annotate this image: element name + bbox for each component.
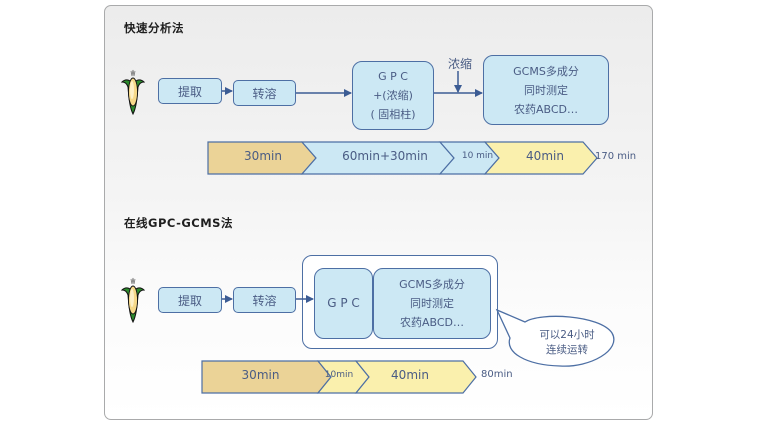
gcms-line-3: 农药ABCD…: [399, 316, 465, 329]
timeline-segment-label: 40min: [391, 368, 429, 382]
fast-method-title: 快速分析法: [124, 21, 184, 35]
corn-icon: [121, 69, 145, 116]
gcms-step: GCMS多成分 同时测定 农药ABCD…: [483, 55, 609, 125]
extract-step: 提取: [158, 287, 222, 313]
timeline-segment-label: 30min: [241, 368, 280, 382]
transfer-label: 转溶: [252, 86, 277, 101]
gcms-line-1: GCMS多成分: [399, 278, 465, 291]
timeline-total-label: 170 min: [595, 151, 637, 162]
gpc-step: G P C +(浓缩) ( 固相柱): [352, 61, 434, 130]
gpc-label: G P C: [327, 296, 360, 310]
transfer-step: 转溶: [233, 287, 296, 313]
gcms-step: GCMS多成分 同时测定 农药ABCD…: [373, 268, 491, 339]
timeline-segment-label: 40min: [526, 149, 564, 163]
gpc-line-1: G P C: [378, 70, 408, 83]
extract-step: 提取: [158, 78, 222, 104]
timeline-segment-label: 10min: [324, 370, 354, 380]
gcms-line-2: 同时测定: [524, 83, 568, 97]
transfer-label: 转溶: [252, 293, 277, 308]
timeline-segment-label: 30min: [244, 149, 282, 163]
gcms-line-3: 农药ABCD…: [513, 102, 579, 116]
extract-label: 提取: [177, 84, 202, 99]
gpc-step: G P C: [314, 268, 373, 339]
transfer-step: 转溶: [233, 80, 296, 106]
extract-label: 提取: [177, 293, 202, 308]
concentrate-label: 浓缩: [448, 57, 473, 71]
gpc-line-2: +(浓缩): [373, 89, 413, 102]
timeline-segment-label: 60min+30min: [342, 149, 428, 163]
callout-text: 可以24小时 连续运转: [527, 328, 607, 358]
timeline-total-label: 80min: [481, 369, 513, 380]
gcms-line-1: GCMS多成分: [513, 64, 579, 78]
gpc-line-3: ( 固相柱): [370, 108, 416, 121]
timeline-segment-label: 10 min: [461, 151, 494, 161]
gcms-line-2: 同时测定: [410, 297, 454, 310]
callout-line-1: 可以24小时: [539, 329, 595, 341]
corn-icon: [121, 277, 145, 324]
callout-line-2: 连续运转: [546, 344, 588, 356]
online-method-title: 在线GPC-GCMS法: [124, 216, 233, 230]
